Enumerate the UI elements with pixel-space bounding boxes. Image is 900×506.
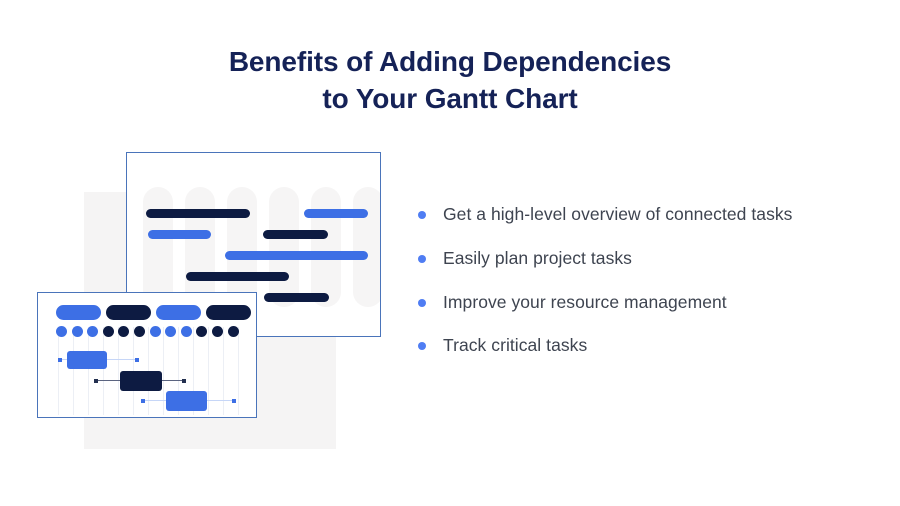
connector-endpoint-task-2-2 bbox=[182, 379, 186, 383]
timeline-gridline-12 bbox=[223, 327, 224, 415]
header-dot-6 bbox=[134, 326, 145, 337]
header-dot-8 bbox=[165, 326, 177, 337]
column-stripe-5 bbox=[311, 187, 341, 307]
timeline-gridline-13 bbox=[238, 327, 239, 415]
timeline-gridline-11 bbox=[208, 327, 209, 415]
timeline-gridline-9 bbox=[178, 327, 179, 415]
column-stripe-1 bbox=[143, 187, 173, 307]
gantt-illustration bbox=[0, 0, 400, 506]
header-pill-2 bbox=[106, 305, 151, 320]
timeline-gridline-2 bbox=[73, 327, 74, 415]
bullet-dot-icon bbox=[418, 342, 426, 351]
header-dot-5 bbox=[118, 326, 130, 337]
bullet-dot-icon bbox=[418, 254, 426, 263]
timeline-gridline-5 bbox=[118, 327, 119, 415]
gantt-dependencies-card bbox=[37, 292, 257, 418]
gantt-bar-5 bbox=[225, 251, 368, 260]
benefit-item-label: Improve your resource management bbox=[443, 291, 727, 312]
benefit-item-3: Improve your resource management bbox=[418, 291, 868, 314]
gantt-bar-8 bbox=[264, 293, 329, 302]
timeline-gridline-8 bbox=[163, 327, 164, 415]
column-stripe-6 bbox=[353, 187, 380, 307]
column-stripe-3 bbox=[227, 187, 257, 307]
benefit-item-label: Easily plan project tasks bbox=[443, 247, 632, 268]
connector-endpoint-task-3-2 bbox=[232, 399, 236, 403]
task-block-task-2[interactable] bbox=[120, 371, 162, 391]
task-block-task-1[interactable] bbox=[67, 351, 107, 369]
connector-endpoint-task-2-1 bbox=[94, 379, 98, 383]
timeline-gridline-4 bbox=[103, 327, 104, 415]
page-title: Benefits of Adding Dependencies to Your … bbox=[0, 44, 900, 118]
header-dot-9 bbox=[180, 326, 192, 337]
connector-endpoint-task-3-1 bbox=[141, 399, 145, 403]
benefit-item-4: Track critical tasks bbox=[418, 334, 868, 357]
header-dot-7 bbox=[149, 326, 161, 337]
column-stripes bbox=[127, 153, 380, 336]
benefit-item-1: Get a high-level overview of connected t… bbox=[418, 203, 868, 226]
benefit-item-label: Track critical tasks bbox=[443, 335, 588, 356]
benefits-list: Get a high-level overview of connected t… bbox=[418, 203, 868, 378]
column-stripe-2 bbox=[185, 187, 215, 307]
header-pill-3 bbox=[156, 305, 201, 320]
header-dot-12 bbox=[227, 326, 239, 337]
timeline-gridline-1 bbox=[58, 327, 59, 415]
header-dot-1 bbox=[56, 326, 67, 337]
title-line-2: to Your Gantt Chart bbox=[322, 82, 578, 114]
timeline-grid bbox=[38, 293, 256, 417]
header-dot-4 bbox=[102, 326, 114, 337]
timeline-gridline-10 bbox=[193, 327, 194, 415]
gantt-bar-1 bbox=[146, 209, 250, 218]
benefit-item-2: Easily plan project tasks bbox=[418, 247, 868, 270]
task-block-task-3[interactable] bbox=[166, 391, 207, 411]
connector-endpoint-task-1-1 bbox=[58, 358, 62, 362]
timeline-gridline-3 bbox=[88, 327, 89, 415]
benefit-item-label: Get a high-level overview of connected t… bbox=[443, 204, 793, 224]
header-dot-2 bbox=[71, 326, 83, 337]
gantt-bar-3 bbox=[148, 230, 211, 239]
bullet-dot-icon bbox=[418, 298, 426, 307]
header-pill-1 bbox=[56, 305, 101, 320]
gantt-bar-2 bbox=[304, 209, 368, 218]
header-dot-10 bbox=[196, 326, 208, 337]
column-stripe-4 bbox=[269, 187, 299, 307]
header-pill-4 bbox=[206, 305, 251, 320]
gantt-bar-4 bbox=[263, 230, 328, 239]
gantt-bar-6 bbox=[186, 272, 289, 281]
connector-endpoint-task-1-2 bbox=[135, 358, 139, 362]
bullet-dot-icon bbox=[418, 211, 426, 219]
header-dot-11 bbox=[212, 326, 223, 337]
header-dot-3 bbox=[87, 326, 99, 337]
title-line-1: Benefits of Adding Dependencies bbox=[228, 46, 672, 77]
